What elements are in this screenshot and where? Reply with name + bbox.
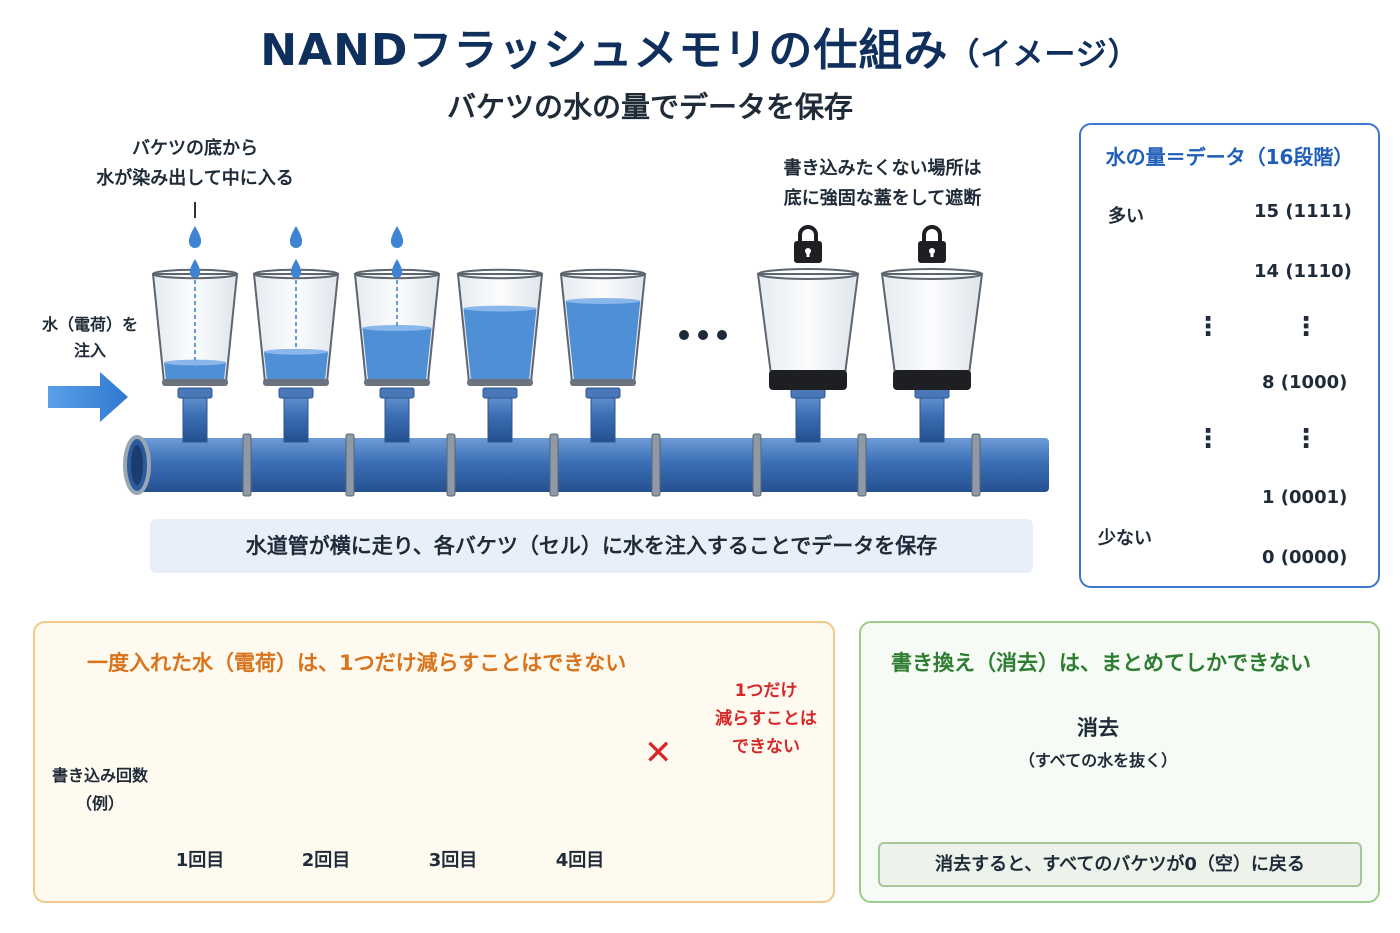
cell-bucket <box>756 268 860 386</box>
cell-bucket <box>252 268 340 386</box>
legend-vdots-label-2: ⋮ <box>1293 424 1319 454</box>
block-note-line2: 底に強固な蓋をして遮断 <box>783 188 982 209</box>
panel-left-title: 一度入れた水（電荷）は、1つだけ減らすことはできない <box>87 651 627 675</box>
step-label-4: 4回目 <box>555 850 605 871</box>
memory-cell <box>756 225 860 443</box>
pipe-joint <box>345 433 355 497</box>
page-title: NANDフラッシュメモリの仕組み（イメージ） <box>0 14 1400 78</box>
erase-sub-label: （すべての水を抜く） <box>1018 751 1178 770</box>
pipe-joint <box>971 433 981 497</box>
title-main: NANDフラッシュメモリの仕組み <box>260 25 949 76</box>
cannot-decrease-note: 1つだけ 減らすことは できない <box>700 677 832 761</box>
memory-cell <box>151 226 239 443</box>
pipe-joint <box>242 433 252 497</box>
legend-level-1: 1 (0001) <box>1262 487 1348 508</box>
water-drop-icon <box>390 226 404 326</box>
page-subtitle: バケツの水の量でデータを保存 <box>446 90 853 124</box>
cell-buckets <box>151 225 984 443</box>
write-count-line1: 書き込み回数 <box>51 766 148 785</box>
write-count-label: 書き込み回数 （例） <box>48 762 152 818</box>
cannot-line1: 1つだけ <box>734 681 798 701</box>
block-note-line1: 書き込みたくない場所は <box>783 158 982 179</box>
cannot-line3: できない <box>732 737 800 757</box>
pipe-joint <box>651 433 661 497</box>
write-count-line2: （例） <box>75 794 124 813</box>
legend-vdots-label-1: ⋮ <box>1293 312 1319 342</box>
step-label-3: 3回目 <box>428 850 478 871</box>
legend-title: 水の量＝データ（16段階） <box>1105 145 1354 169</box>
erase-label: 消去 <box>1077 716 1119 740</box>
seep-note-line2: 水が染み出して中に入る <box>96 168 294 189</box>
legend-vdots-cup-1: ⋮ <box>1195 312 1221 342</box>
water-drop-icon <box>289 226 303 350</box>
water-drop-icon <box>188 226 202 361</box>
memory-cell <box>559 268 647 443</box>
cell-bucket <box>456 268 544 386</box>
title-suffix: （イメージ） <box>948 37 1140 73</box>
inject-note-line2: 注入 <box>73 341 106 360</box>
water-pipe <box>123 433 1049 497</box>
data-level-legend: 水の量＝データ（16段階） <box>1079 123 1380 588</box>
legend-level-15: 15 (1111) <box>1254 201 1352 222</box>
blocking-lid <box>769 370 847 390</box>
x-mark-icon: ✕ <box>644 733 673 773</box>
cell-bucket <box>880 268 984 386</box>
legend-level-14: 14 (1110) <box>1254 261 1352 282</box>
lock-icon <box>918 225 946 263</box>
memory-cell <box>880 225 984 443</box>
step-label-1: 1回目 <box>175 850 225 871</box>
legend-less: 少ない <box>1098 528 1152 549</box>
legend-vdots-cup-2: ⋮ <box>1195 424 1221 454</box>
inject-note-line1: 水（電荷）を <box>41 315 138 334</box>
cell-bucket <box>353 268 441 386</box>
pipe-joint <box>857 433 867 497</box>
legend-level-0: 0 (0000) <box>1262 547 1348 568</box>
pipe-joint <box>446 433 456 497</box>
legend-more: 多い <box>1108 206 1144 227</box>
inject-arrow-icon <box>48 372 128 422</box>
cell-bucket <box>151 268 239 386</box>
inject-note: 水（電荷）を 注入 <box>40 312 140 364</box>
memory-cell <box>353 226 441 443</box>
ellipsis-icon <box>679 330 727 340</box>
pipe-joint <box>549 433 559 497</box>
step-label-2: 2回目 <box>301 850 351 871</box>
lock-icon <box>794 225 822 263</box>
pipe-joint <box>752 433 762 497</box>
cell-bucket <box>559 268 647 386</box>
seep-note-line1: バケツの底から <box>132 138 258 159</box>
seep-note: バケツの底から 水が染み出して中に入る <box>70 134 320 194</box>
legend-level-8: 8 (1000) <box>1262 372 1348 393</box>
blocking-lid <box>893 370 971 390</box>
panel-right-title: 書き換え（消去）は、まとめてしかできない <box>891 651 1311 675</box>
pipe-caption: 水道管が横に走り、各バケツ（セル）に水を注入することでデータを保存 <box>150 519 1033 573</box>
cannot-line2: 減らすことは <box>715 709 817 729</box>
no-partial-decrease-panel: 一度入れた水（電荷）は、1つだけ減らすことはできない <box>33 621 835 903</box>
block-note: 書き込みたくない場所は 底に強固な蓋をして遮断 <box>750 154 1015 214</box>
erase-result-note: 消去すると、すべてのバケツが0（空）に戻る <box>878 842 1362 887</box>
memory-cell <box>252 226 340 443</box>
memory-cell <box>456 268 544 443</box>
